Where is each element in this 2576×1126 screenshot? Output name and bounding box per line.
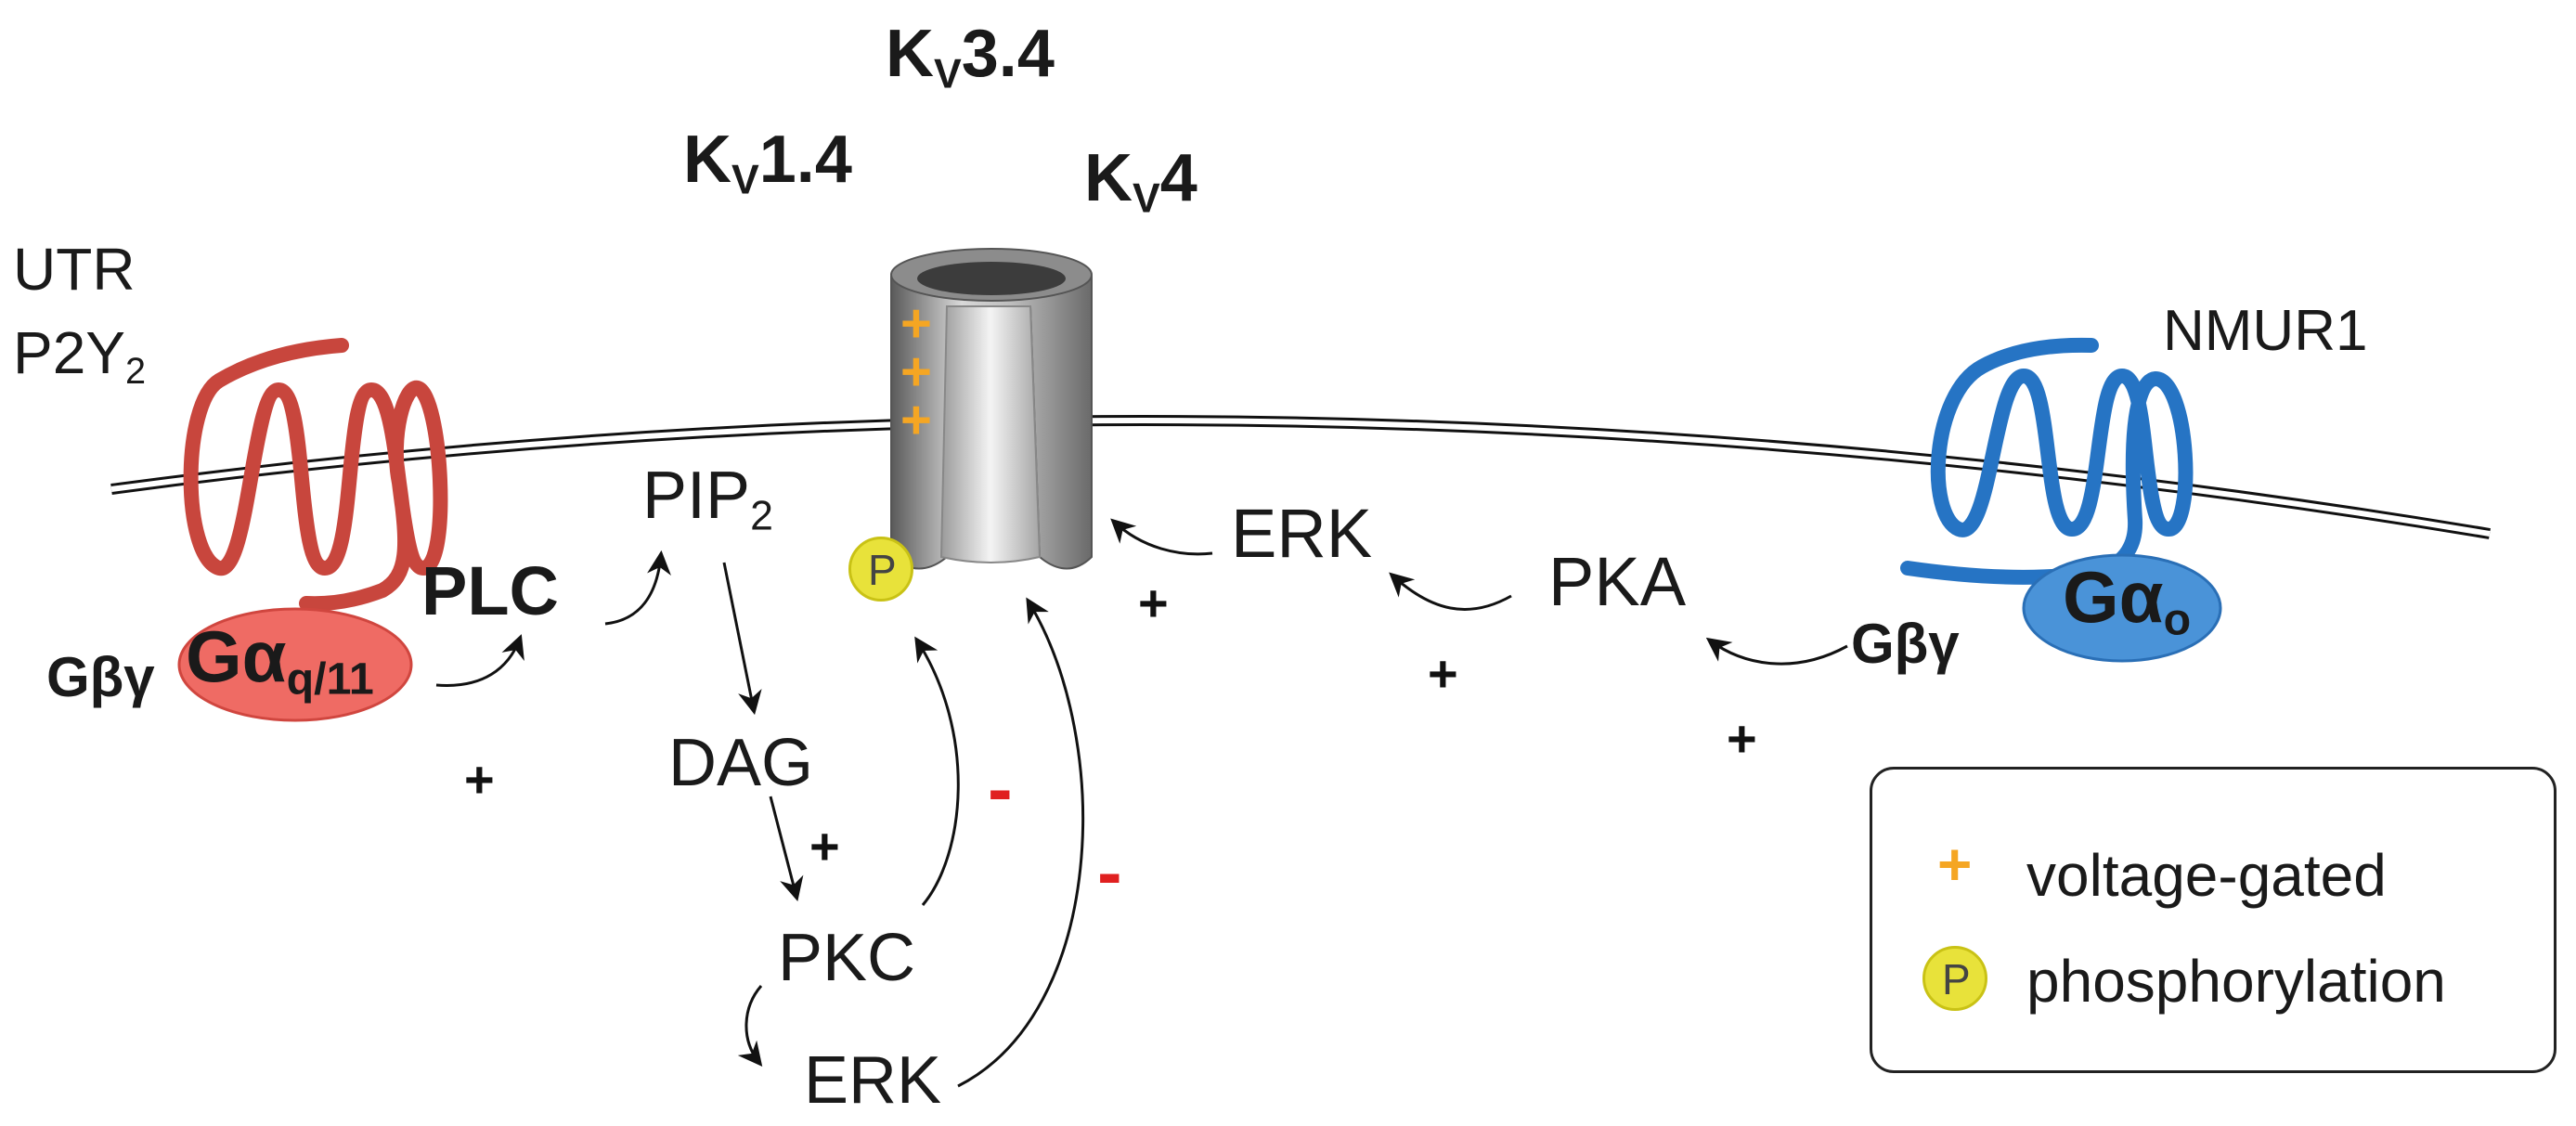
kv3-4-num: 3.4: [961, 17, 1055, 91]
legend-phospho-letter: P: [1942, 955, 1971, 1003]
plc-label: PLC: [421, 552, 559, 629]
legend-row-voltage: + voltage-gated: [1872, 829, 2554, 912]
phospho-letter: P: [868, 546, 897, 594]
galpha-o-blob: [2022, 553, 2222, 663]
galpha-o-main: Gα: [2063, 556, 2164, 638]
utr-label: UTR: [13, 236, 136, 303]
plus-sign-gbg: +: [1727, 709, 1757, 768]
pip2-main: PIP: [642, 459, 751, 533]
left-gpcr-receptor: [183, 338, 448, 612]
gbg-left-label: Gβγ: [46, 646, 155, 708]
plus-sign-dag: +: [809, 817, 840, 875]
p2y2-sub: 2: [124, 351, 147, 393]
nmur1-label: NMUR1: [2163, 299, 2368, 363]
galpha-q11-blob: [177, 607, 413, 722]
kv4-sub: V: [1133, 175, 1160, 222]
right-gpcr-receptor: [1900, 337, 2194, 585]
kv1-4-k: K: [683, 123, 731, 197]
erk-right-label: ERK: [1231, 495, 1373, 572]
kv-channel: [890, 248, 1093, 570]
kv4-k: K: [1084, 141, 1133, 215]
erk-lower-label: ERK: [804, 1043, 942, 1118]
pkc-label: PKC: [778, 921, 916, 995]
plus-sign-erk-channel: +: [1138, 574, 1169, 632]
p2y2-main: P2Y: [13, 319, 125, 386]
dag-label: DAG: [668, 726, 814, 800]
legend-voltage-label: voltage-gated: [2026, 842, 2387, 909]
galpha-q11-sub: q/11: [286, 654, 374, 705]
legend-phospho-icon: P: [1922, 946, 1987, 1011]
p2y2-label: P2Y2: [13, 323, 146, 391]
kv3-4-label: KV3.4: [886, 20, 1055, 96]
minus-sign-pkc: -: [988, 747, 1013, 830]
galpha-q11-label: Gαq/11: [186, 620, 374, 702]
pip2-label: PIP2: [642, 462, 773, 537]
plus-sign-pka: +: [1428, 644, 1458, 703]
kv1-4-num: 1.4: [758, 123, 852, 197]
galpha-q11-main: Gα: [186, 615, 287, 697]
phosphorylation-badge: P: [848, 537, 913, 602]
pka-label: PKA: [1548, 543, 1687, 620]
pip2-sub: 2: [750, 493, 773, 539]
kv3-4-k: K: [886, 17, 934, 91]
plasma-membrane: [110, 415, 2491, 539]
voltage-plus-3: +: [900, 390, 932, 450]
plus-sign-plc: +: [464, 750, 495, 809]
kv1-4-sub: V: [731, 157, 759, 203]
voltage-plus-2: +: [900, 342, 932, 402]
legend-box: + voltage-gated P phosphorylation: [1870, 767, 2557, 1073]
galpha-o-label: Gαo: [2063, 561, 2191, 642]
legend-row-phospho: P phosphorylation: [1872, 935, 2554, 1018]
minus-sign-erk: -: [1097, 831, 1122, 913]
kv1-4-label: KV1.4: [683, 126, 852, 201]
legend-voltage-icon: +: [1937, 831, 1973, 898]
galpha-o-sub: o: [2163, 594, 2192, 645]
pathway-arrows: [435, 518, 1848, 1088]
kv4-num: 4: [1159, 141, 1197, 215]
kv3-4-sub: V: [934, 51, 962, 97]
kv4-label: KV4: [1084, 145, 1197, 220]
gbg-right-label: Gβγ: [1851, 613, 1960, 675]
voltage-plus-1: +: [900, 293, 932, 354]
legend-phospho-label: phosphorylation: [2026, 948, 2446, 1015]
